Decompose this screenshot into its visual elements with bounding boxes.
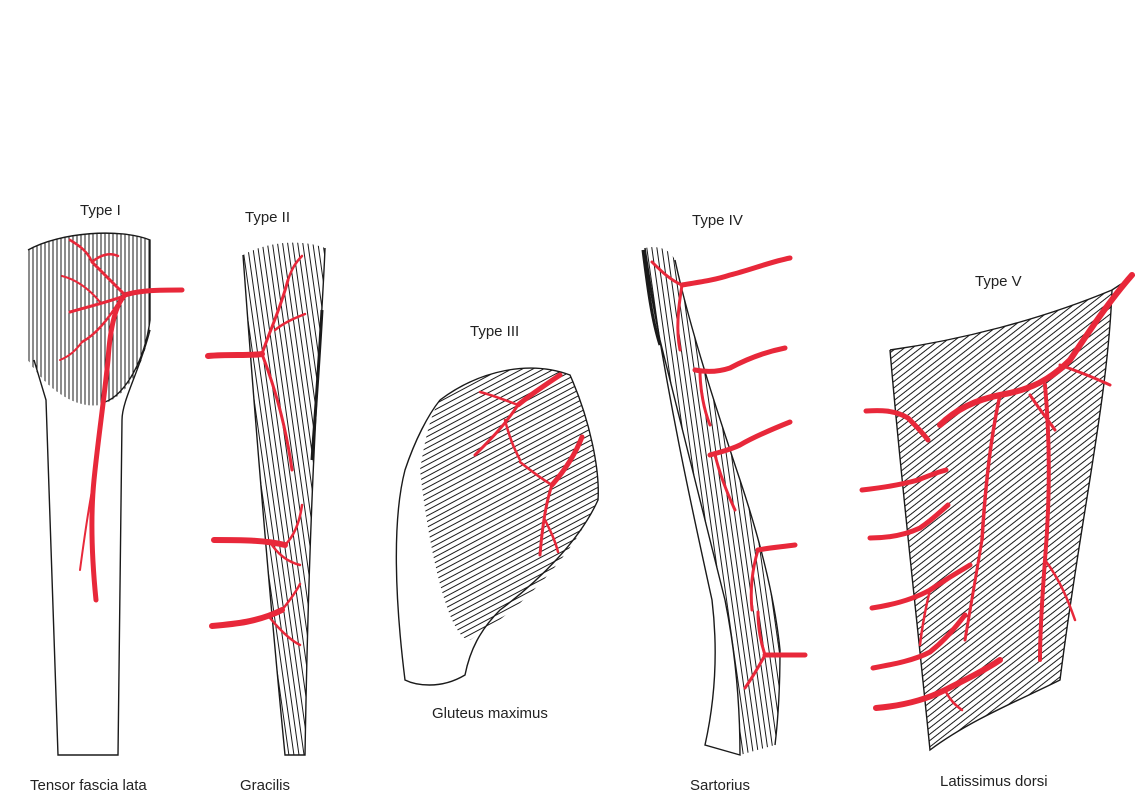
figure-type-5: Type V Latissimus dorsi <box>862 273 1135 790</box>
figure-type-2: Type II Gracilis <box>208 209 325 794</box>
type-4-muscle-label: Sartorius <box>690 777 750 794</box>
figure-type-4: Type IV Sartorius <box>643 212 805 794</box>
type-4-label: Type IV <box>692 212 743 229</box>
sartorius-muscle <box>643 247 780 755</box>
gluteus-maximus-muscle <box>396 368 598 685</box>
type-5-muscle-label: Latissimus dorsi <box>940 773 1048 790</box>
gracilis-muscle <box>243 243 325 755</box>
figure-type-1: Type I Tensor fascia lata <box>28 202 182 794</box>
type-5-label: Type V <box>975 273 1022 290</box>
type-1-label: Type I <box>80 202 121 219</box>
type-2-muscle-label: Gracilis <box>240 777 290 794</box>
tensor-fascia-lata-muscle <box>28 233 150 755</box>
type-3-muscle-label: Gluteus maximus <box>432 705 548 722</box>
type-1-muscle-label: Tensor fascia lata <box>30 777 147 794</box>
type-2-label: Type II <box>245 209 290 226</box>
latissimus-dorsi-muscle <box>890 275 1135 750</box>
figure-type-3: Type III Gluteus maximus <box>396 323 598 722</box>
type-3-label: Type III <box>470 323 519 340</box>
